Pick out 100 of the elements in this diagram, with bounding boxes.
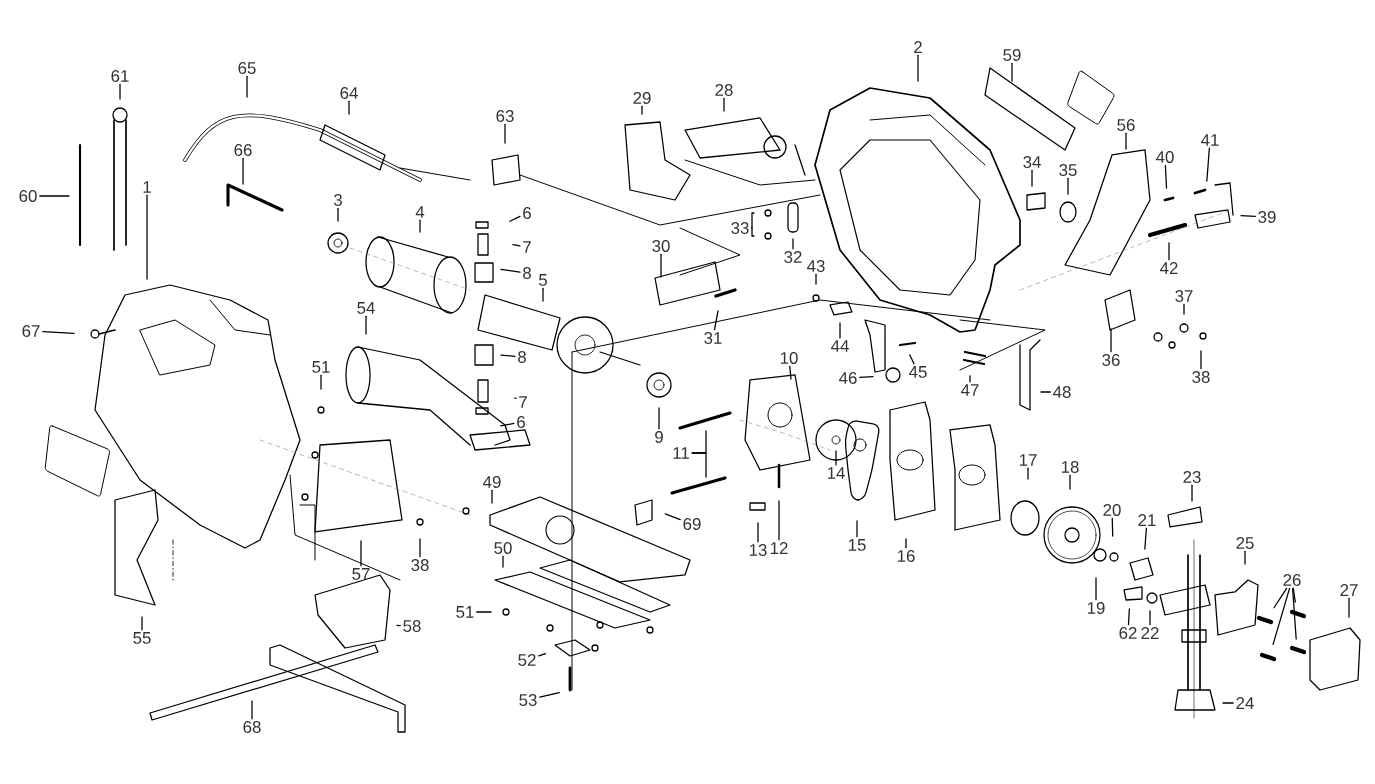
callout-number: 54	[357, 302, 375, 314]
callout-number: 66	[234, 144, 252, 156]
callout-number: 31	[704, 332, 722, 344]
leader-line	[500, 268, 521, 273]
callout-number: 8	[523, 267, 531, 279]
callout-number: 17	[1019, 454, 1037, 466]
callout-number: 25	[1236, 537, 1254, 549]
callout-number: 24	[1236, 697, 1254, 709]
leader-line	[500, 422, 515, 427]
callout-number: 38	[1192, 371, 1210, 383]
callout-number: 45	[909, 366, 927, 378]
callout-number: 30	[652, 240, 670, 252]
callout-number: 13	[749, 544, 767, 556]
callout-number: 38	[411, 559, 429, 571]
callout-number: 6	[523, 207, 531, 219]
leader-line	[856, 520, 858, 538]
callout-number: 7	[519, 396, 527, 408]
leader-line	[396, 624, 401, 627]
callout-number: 21	[1138, 514, 1156, 526]
leader-line	[1149, 610, 1151, 626]
leader-line	[348, 100, 350, 115]
leader-line	[39, 195, 70, 197]
leader-line	[119, 83, 121, 100]
leader-line	[835, 450, 837, 466]
callout-number: 3	[333, 194, 342, 206]
leader-line	[658, 407, 660, 430]
leader-line	[365, 315, 367, 335]
callout-number: 32	[784, 251, 802, 263]
leader-line	[1011, 62, 1013, 82]
leader-line	[815, 273, 817, 285]
leader-line	[242, 157, 244, 185]
callout-number: 4	[415, 206, 425, 218]
leader-line	[664, 513, 681, 521]
leader-line	[337, 207, 339, 222]
callout-number: 19	[1087, 602, 1105, 614]
callout-number: 22	[1141, 627, 1159, 639]
callout-number: 36	[1102, 354, 1120, 366]
leader-line	[1027, 467, 1029, 480]
callout-number: 47	[961, 384, 979, 396]
callout-number: 46	[839, 372, 857, 384]
callout-number: 48	[1053, 386, 1071, 398]
leader-line	[539, 691, 560, 698]
callout-number: 42	[1160, 262, 1178, 274]
callout-number: 62	[1119, 627, 1137, 639]
callout-number: 15	[848, 539, 866, 551]
callout-number: 51	[456, 606, 474, 618]
callout-number: 1	[143, 181, 151, 193]
callout-number: 9	[655, 431, 663, 443]
callout-number: 39	[1258, 211, 1276, 223]
leader-line	[1069, 474, 1071, 490]
callout-number: 41	[1201, 134, 1219, 146]
callout-number: 6	[517, 416, 525, 428]
leader-line	[1272, 587, 1291, 646]
leader-line	[789, 365, 792, 380]
callout-number: 52	[518, 654, 536, 666]
leader-line	[660, 253, 662, 278]
callout-number: 44	[831, 340, 849, 352]
leader-line	[1292, 587, 1296, 603]
leader-line	[1127, 608, 1130, 626]
callout-number: 8	[518, 351, 526, 363]
leader-line	[320, 374, 322, 390]
callout-number: 35	[1059, 164, 1077, 176]
leader-line	[905, 538, 907, 549]
callout-number: 60	[19, 190, 37, 202]
leader-line	[751, 227, 755, 237]
callout-number: 14	[827, 467, 845, 479]
callout-number: 26	[1283, 574, 1301, 586]
leader-line	[1110, 328, 1112, 353]
leader-line	[1348, 597, 1350, 618]
leader-line	[917, 54, 919, 82]
leader-line	[1095, 577, 1097, 601]
leader-line	[251, 700, 253, 720]
callout-number: 57	[352, 568, 370, 580]
callout-number: 43	[807, 260, 825, 272]
leader-line	[778, 500, 780, 541]
leader-line	[419, 538, 421, 558]
callout-number: 5	[539, 274, 547, 286]
callout-number: 69	[683, 518, 701, 530]
callout-number: 33	[731, 222, 749, 234]
leader-line	[1111, 517, 1114, 537]
leader-line	[1125, 132, 1127, 150]
callout-number: 59	[1003, 49, 1021, 61]
leader-line	[1168, 242, 1170, 261]
leader-line	[792, 238, 794, 250]
callout-number: 29	[633, 92, 651, 104]
leader-line	[502, 555, 504, 568]
callout-number: 51	[312, 361, 330, 373]
leader-line	[538, 652, 547, 657]
callout-number: 11	[673, 447, 689, 459]
callout-number: 55	[133, 632, 151, 644]
leader-line	[723, 97, 725, 112]
callout-number: 63	[496, 110, 514, 122]
callout-number: 56	[1117, 119, 1135, 131]
leader-line	[1040, 391, 1051, 393]
leader-line	[1144, 527, 1148, 550]
callout-number: 12	[770, 542, 788, 554]
leader-line	[1273, 587, 1288, 609]
leader-line	[246, 75, 248, 98]
leader-line	[1240, 214, 1256, 217]
leader-line	[1067, 177, 1069, 195]
